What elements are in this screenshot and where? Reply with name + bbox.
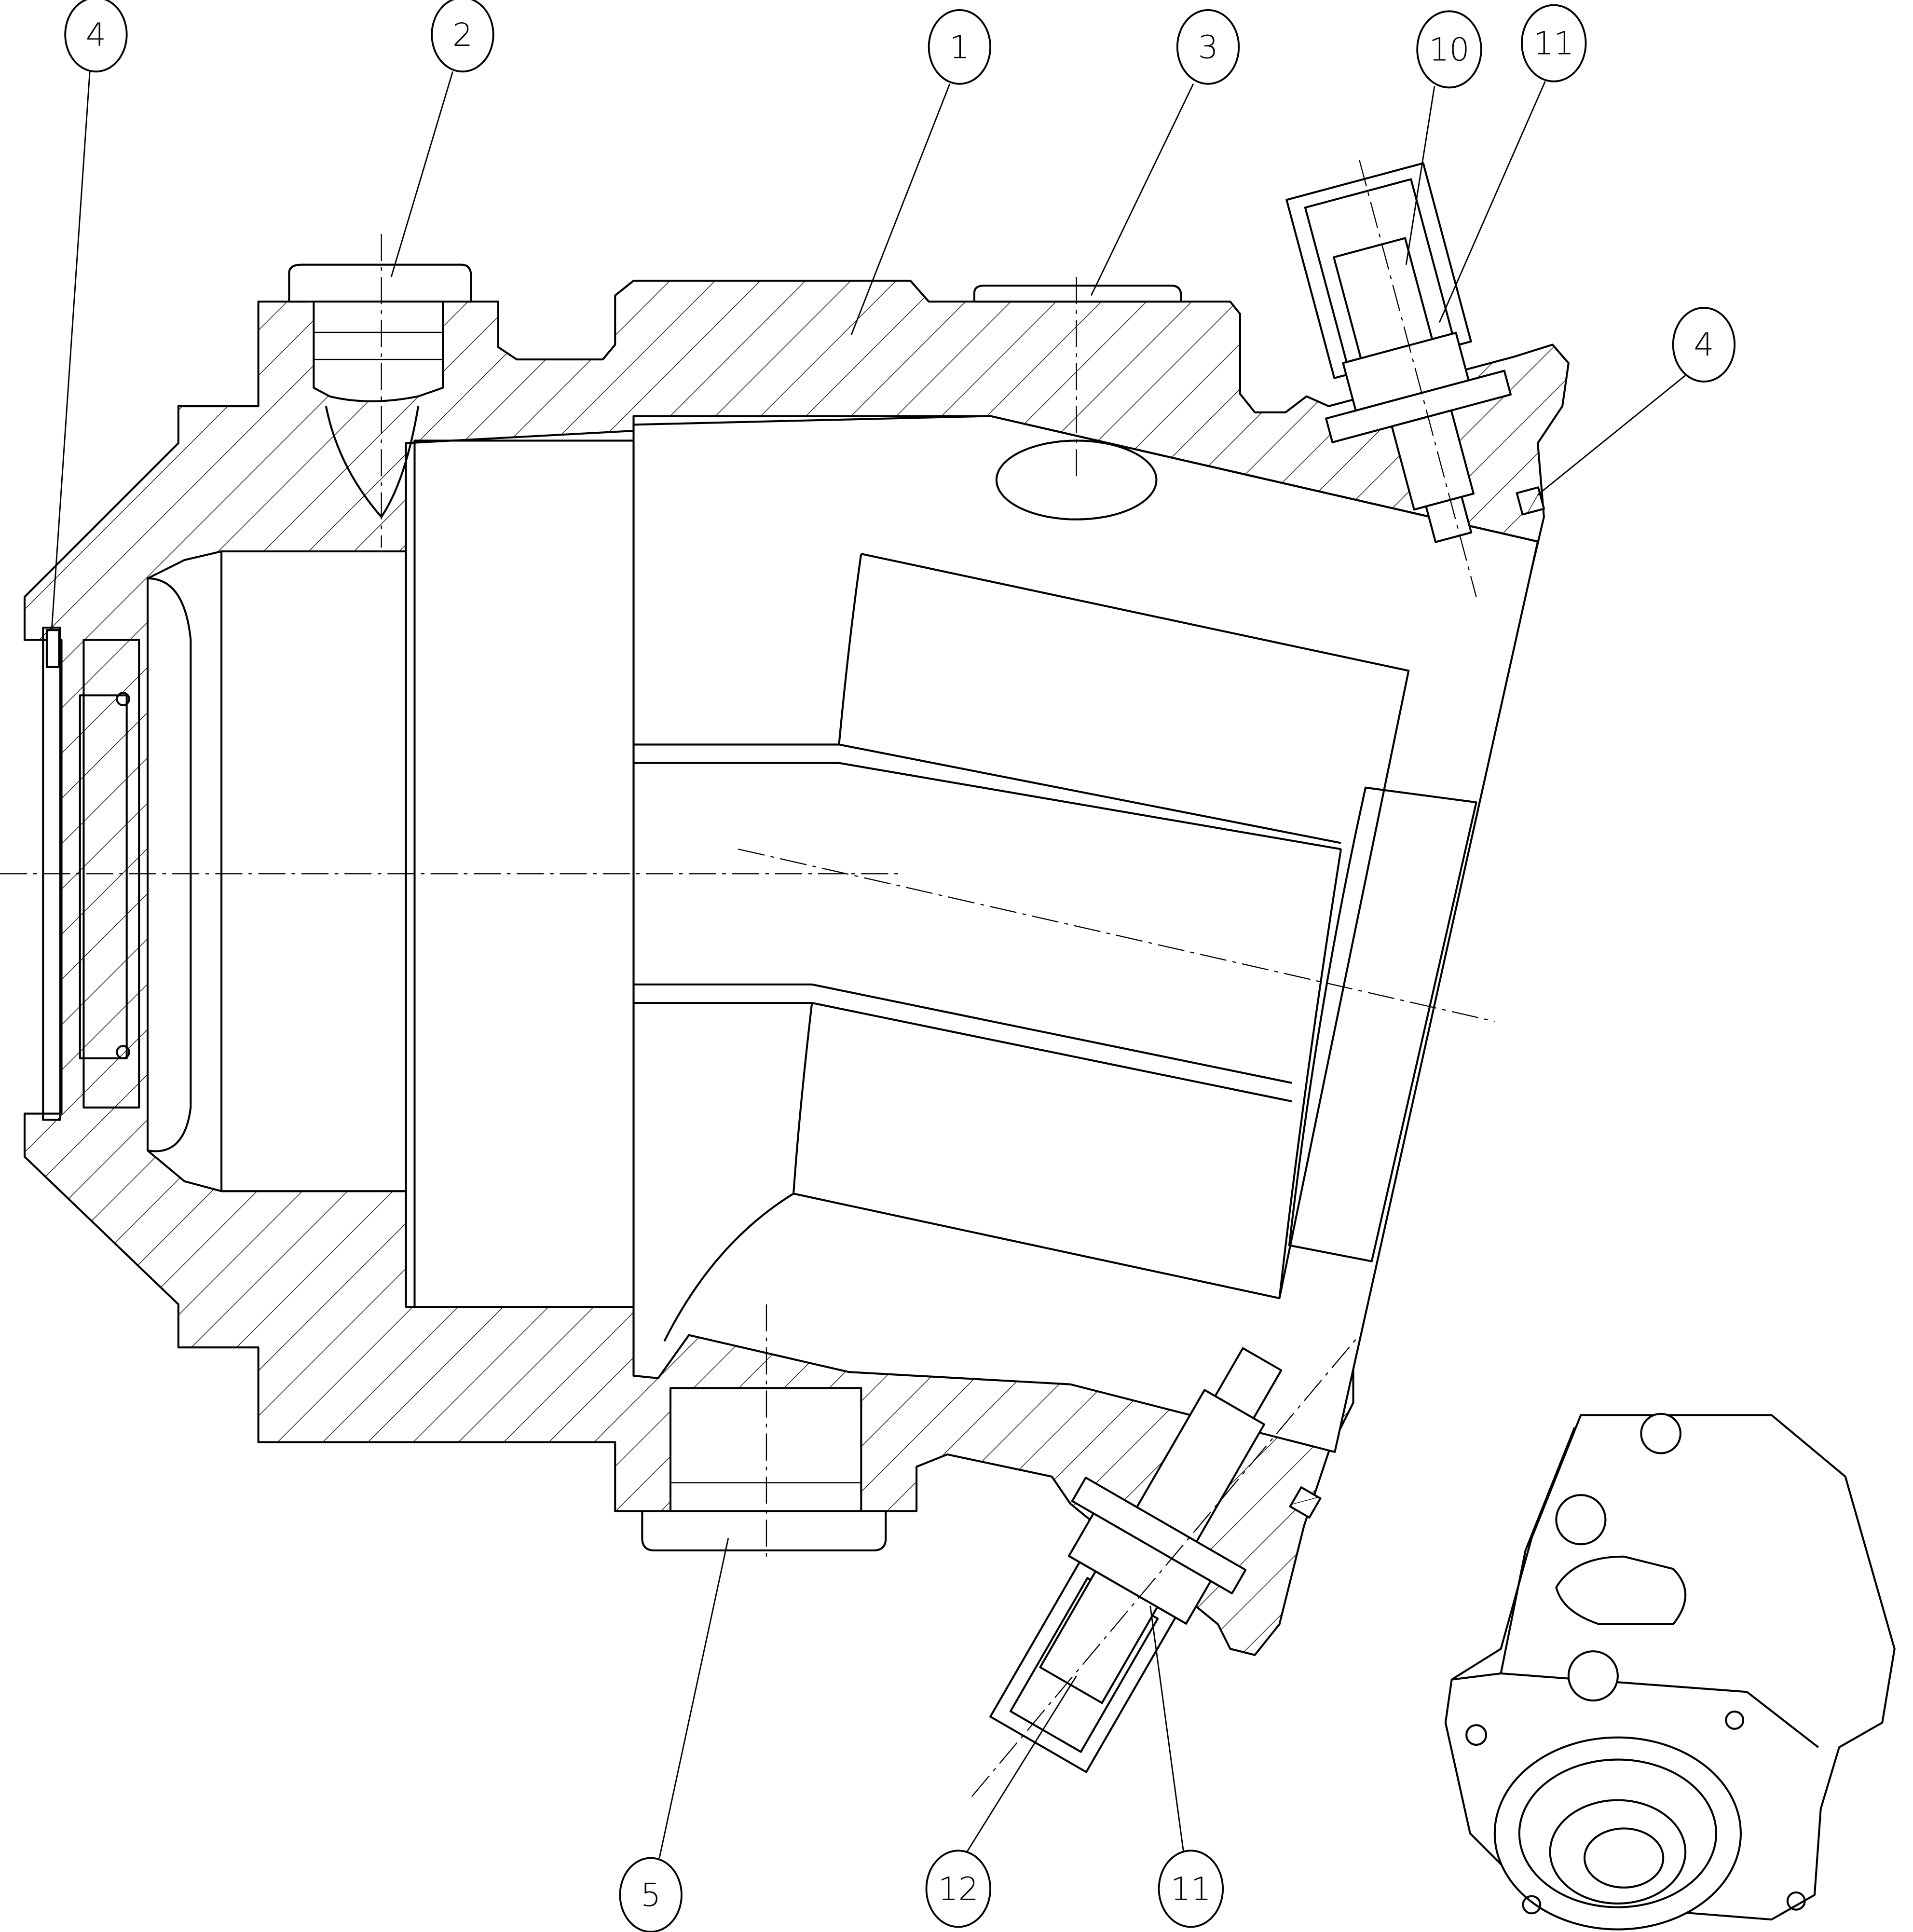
balloon-number: 11 bbox=[1533, 25, 1574, 62]
balloon-4-oring: 4 bbox=[1672, 307, 1736, 383]
balloon-number: 3 bbox=[1198, 28, 1218, 66]
balloon-number: 11 bbox=[1171, 1870, 1211, 1907]
balloon-3: 3 bbox=[1176, 9, 1240, 85]
bore-step-1 bbox=[220, 550, 407, 1192]
block-axis bbox=[738, 849, 1495, 1022]
balloon-number: 4 bbox=[86, 16, 106, 54]
balloon-4-seal: 4 bbox=[64, 0, 128, 73]
balloon-5: 5 bbox=[619, 1857, 683, 1932]
balloon-number: 12 bbox=[938, 1870, 979, 1907]
pump-isometric-view bbox=[1444, 1412, 1896, 1931]
plug-2 bbox=[288, 263, 472, 518]
balloon-12: 12 bbox=[925, 1850, 992, 1928]
balloon-number: 2 bbox=[452, 16, 473, 54]
o-ring-top bbox=[1516, 486, 1545, 516]
plug-5 bbox=[641, 1387, 887, 1552]
leader-lines bbox=[51, 71, 1686, 1858]
o-ring-bottom bbox=[1289, 1486, 1322, 1519]
bore-step-3 bbox=[147, 577, 192, 1152]
balloon-number: 4 bbox=[1694, 326, 1714, 364]
balloon-number: 5 bbox=[641, 1876, 661, 1914]
balloon-10: 10 bbox=[1416, 10, 1482, 89]
balloon-number: 1 bbox=[949, 28, 970, 66]
balloon-11-top: 11 bbox=[1521, 4, 1587, 82]
balloon-number: 10 bbox=[1429, 30, 1469, 68]
cylinder-block bbox=[632, 415, 1538, 1376]
plug-3 bbox=[973, 285, 1182, 303]
valve-plate bbox=[1288, 786, 1477, 1262]
balloon-1: 1 bbox=[928, 9, 992, 85]
balloon-11-bottom: 11 bbox=[1158, 1850, 1224, 1928]
adjusting-screw-top bbox=[1285, 162, 1512, 543]
balloon-2: 2 bbox=[431, 0, 494, 73]
